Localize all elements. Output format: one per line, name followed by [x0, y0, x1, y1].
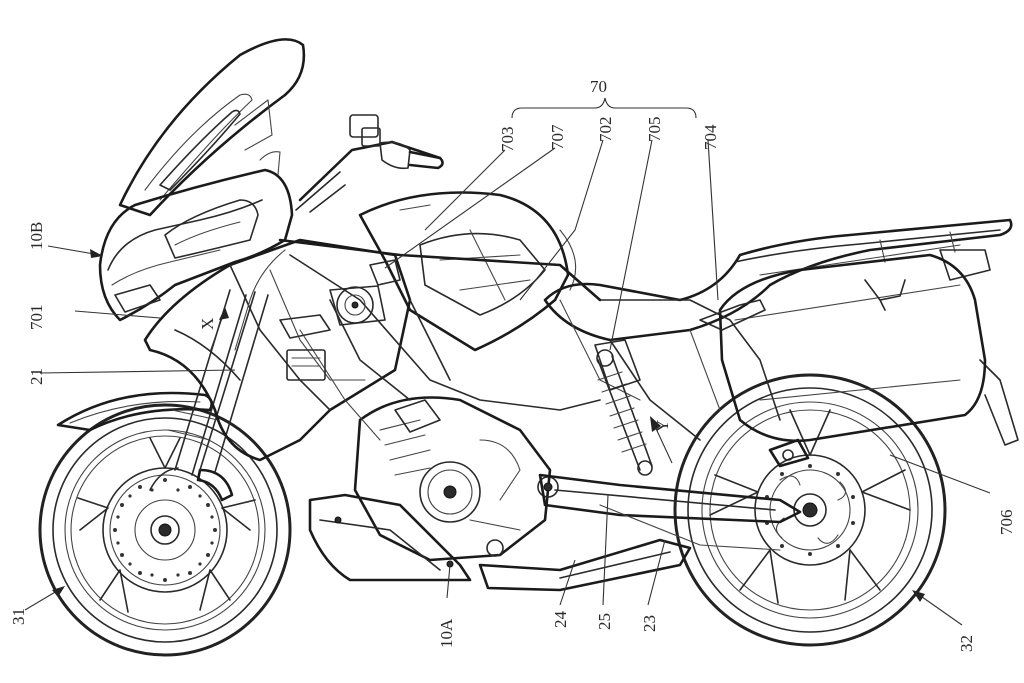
label-701: 701 — [27, 305, 46, 331]
rear-subframe — [559, 249, 1019, 446]
leader-lines — [24, 139, 991, 626]
rear-brake-caliper — [768, 438, 810, 468]
label-23: 23 — [640, 615, 659, 632]
steering-head-components — [279, 259, 401, 381]
arrow-x — [209, 307, 229, 353]
front-wheel — [38, 403, 292, 657]
label-10B: 10B — [27, 222, 46, 250]
arrow-y — [650, 416, 673, 464]
windscreen — [118, 38, 306, 217]
label-703: 703 — [498, 127, 517, 153]
label-21: 21 — [27, 368, 46, 385]
label-10A: 10A — [437, 618, 456, 648]
side-body-panel-21 — [143, 238, 412, 462]
pannier-case — [699, 253, 987, 443]
label-707: 707 — [548, 124, 567, 150]
engine-10A — [353, 396, 559, 562]
swingarm-23 — [538, 473, 802, 551]
label-705: 705 — [645, 117, 664, 143]
label-706: 706 — [997, 510, 1016, 536]
front-fork — [149, 289, 269, 491]
label-X: X — [198, 318, 217, 330]
label-31: 31 — [9, 608, 28, 625]
rear-wheel-spokes — [709, 409, 911, 604]
label-32: 32 — [957, 635, 976, 652]
label-Y: Y — [653, 420, 672, 432]
seat — [543, 218, 1013, 342]
exhaust — [478, 538, 692, 592]
lower-fairing — [308, 493, 472, 582]
handlebar — [295, 114, 444, 213]
rear-wheel — [673, 373, 947, 647]
label-70: 70 — [590, 77, 607, 96]
front-brake-caliper — [196, 468, 234, 502]
frame — [234, 238, 602, 441]
brace-70 — [511, 97, 697, 119]
rear-shock-absorber — [594, 339, 653, 476]
front-wheel-spokes — [77, 437, 256, 613]
label-24: 24 — [551, 611, 570, 629]
label-25: 25 — [595, 613, 614, 630]
label-702: 702 — [596, 117, 615, 143]
label-704: 704 — [701, 124, 720, 150]
front-fairing-10B — [98, 99, 294, 322]
